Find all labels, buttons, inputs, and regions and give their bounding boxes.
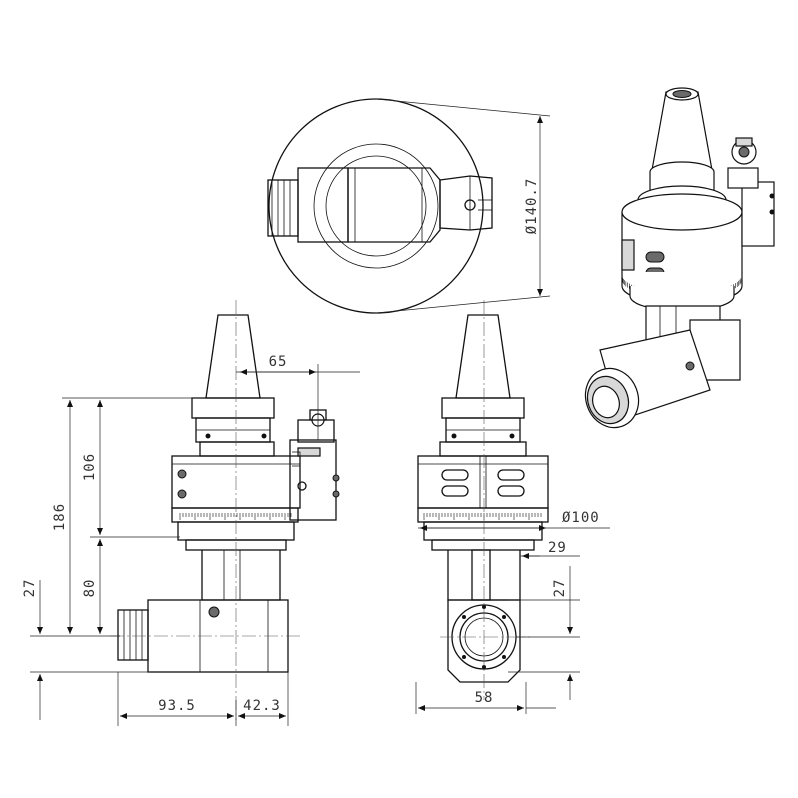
dim-65-label: 65 (269, 354, 288, 370)
side-scale-ticks (423, 513, 542, 520)
top-view: Ø140.7 (267, 98, 551, 314)
dim-80-label: 80 (82, 579, 98, 598)
dim-140-7-label: Ø140.7 (524, 178, 540, 235)
side-view: Ø100 29 27 58 (415, 300, 610, 714)
dim-27-right-label: 27 (552, 579, 568, 598)
dim-diameter-100-label: Ø100 (562, 510, 600, 526)
dim-42-3-label: 42.3 (243, 698, 281, 714)
dim-29-label: 29 (548, 540, 567, 556)
dim-27-left-label: 27 (22, 579, 38, 598)
top-view-flange-circle (268, 98, 484, 314)
dim-93-5-label: 93.5 (158, 698, 196, 714)
dim-58-label: 58 (475, 690, 494, 706)
front-view: 65 106 186 80 27 93.5 42.3 (22, 300, 360, 726)
dim-106-label: 106 (82, 453, 98, 481)
isometric-view (584, 87, 775, 429)
dim-186-label: 186 (52, 503, 68, 531)
front-scale-ticks (179, 513, 292, 520)
